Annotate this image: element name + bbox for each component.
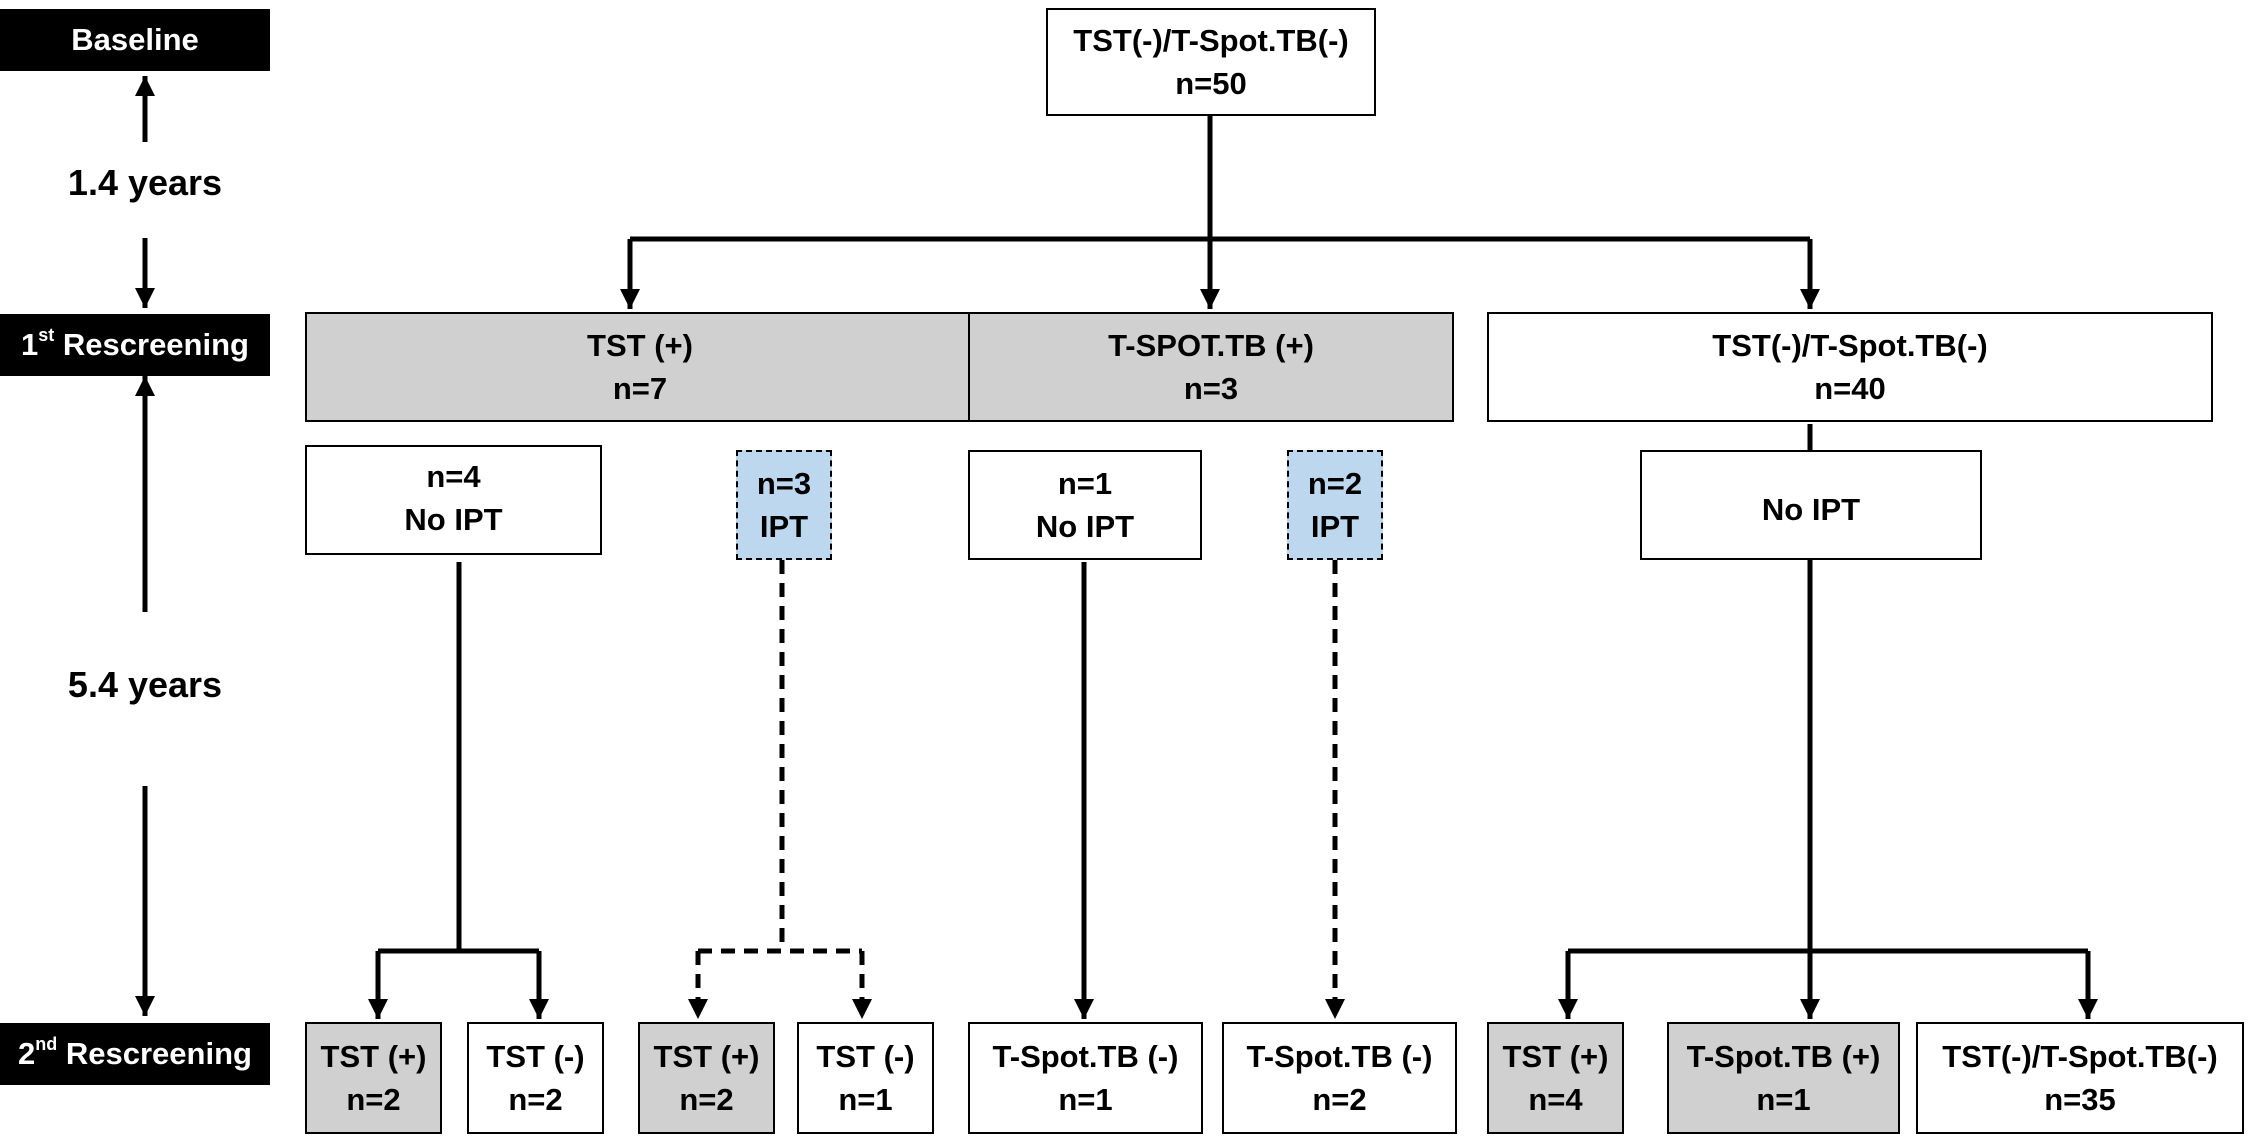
box-count: n=1 (1057, 465, 1113, 501)
box-label: IPT (1310, 509, 1360, 544)
phase-number: 2 (18, 1036, 36, 1071)
phase-number: 1 (21, 327, 39, 362)
box-label: No IPT (404, 502, 503, 538)
box-label: IPT (759, 509, 809, 544)
box-label: No IPT (1761, 492, 1861, 527)
box-label: T-SPOT.TB (+) (1108, 327, 1314, 363)
first-tspot-positive-box: T-SPOT.TB (+) n=3 (968, 312, 1454, 422)
box-label: TST(-)/T-Spot.TB(-) (1712, 327, 1988, 363)
box-count: n=3 (756, 465, 812, 501)
second-box-5: T-Spot.TB (-) n=1 (968, 1022, 1203, 1134)
first-tst-positive-box: TST (+) n=7 (305, 312, 975, 422)
phase-text: Rescreening (57, 1036, 252, 1071)
box-label: TST (-) (816, 1038, 915, 1074)
box-label: TST (-) (486, 1038, 585, 1074)
box-count: n=4 (1528, 1082, 1583, 1117)
box-count: n=1 (1058, 1082, 1113, 1117)
box-label: TST (+) (587, 327, 693, 363)
box-count: n=2 (508, 1082, 563, 1117)
second-box-6: T-Spot.TB (-) n=2 (1222, 1022, 1457, 1134)
second-box-2: TST (-) n=2 (467, 1022, 604, 1134)
box-count: n=2 (1307, 465, 1363, 501)
second-box-3: TST (+) n=2 (638, 1022, 775, 1134)
phase-ordinal: nd (35, 1033, 58, 1054)
box-count: n=50 (1175, 66, 1247, 101)
box-count: n=35 (2044, 1082, 2116, 1117)
ipt-box-tst: n=3 IPT (736, 450, 832, 560)
box-count: n=1 (838, 1082, 893, 1117)
no-ipt-box-tspot: n=1 No IPT (968, 450, 1202, 560)
box-count: n=3 (1183, 371, 1239, 406)
phase-text: Rescreening (54, 327, 249, 362)
first-negative-box: TST(-)/T-Spot.TB(-) n=40 (1487, 312, 2213, 422)
box-count: n=4 (426, 459, 481, 494)
duration-first: 1.4 years (67, 162, 223, 203)
box-label: TST (+) (653, 1038, 760, 1074)
box-label: TST (+) (320, 1038, 427, 1074)
box-count: n=40 (1814, 371, 1886, 406)
duration-second: 5.4 years (67, 664, 223, 705)
box-label: TST(-)/T-Spot.TB(-) (1073, 22, 1349, 58)
box-count: n=2 (679, 1082, 734, 1117)
phase-ordinal: st (38, 324, 55, 345)
box-count: n=2 (1312, 1082, 1367, 1117)
box-label: No IPT (1035, 509, 1135, 544)
no-ipt-box-tst: n=4 No IPT (305, 445, 602, 555)
box-label: T-Spot.TB (-) (992, 1038, 1179, 1074)
ipt-box-tspot: n=2 IPT (1287, 450, 1383, 560)
box-label: T-Spot.TB (-) (1246, 1038, 1433, 1074)
box-label: TST (+) (1502, 1038, 1609, 1074)
no-ipt-box-negative: No IPT (1640, 450, 1982, 560)
second-box-8: T-Spot.TB (+) n=1 (1667, 1022, 1900, 1134)
second-box-1: TST (+) n=2 (305, 1022, 442, 1134)
phase-label-baseline: Baseline (0, 9, 270, 71)
box-count: n=2 (346, 1082, 401, 1117)
second-box-9: TST(-)/T-Spot.TB(-) n=35 (1916, 1022, 2244, 1134)
box-label: T-Spot.TB (+) (1686, 1038, 1881, 1074)
baseline-box: TST(-)/T-Spot.TB(-) n=50 (1046, 8, 1376, 116)
second-box-7: TST (+) n=4 (1487, 1022, 1624, 1134)
box-label: TST(-)/T-Spot.TB(-) (1942, 1038, 2218, 1074)
box-count: n=1 (1756, 1082, 1811, 1117)
second-box-4: TST (-) n=1 (797, 1022, 934, 1134)
box-count: n=7 (612, 371, 668, 406)
